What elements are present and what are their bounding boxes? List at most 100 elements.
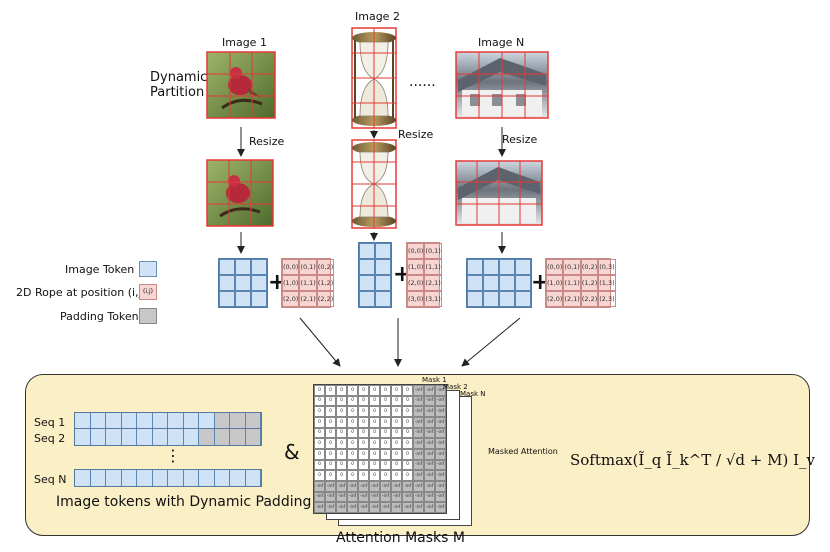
mask-cell: 0 — [391, 385, 402, 396]
mask-cell: 0 — [325, 438, 336, 449]
mask-cell: -inf — [413, 427, 424, 439]
mask-cell: 0 — [380, 406, 391, 417]
legend-rope-label: 2D Rope at position (i,j) — [16, 286, 146, 299]
image-1-token-grid — [218, 258, 268, 308]
mask-cell: 0 — [402, 417, 413, 428]
mask-cell: -inf — [413, 395, 424, 407]
mask-cell: 0 — [369, 438, 380, 449]
mask-cell: -inf — [424, 502, 435, 513]
mask-cell: 0 — [347, 438, 358, 449]
mask-cell: -inf — [424, 481, 435, 492]
mask-cell: -inf — [336, 491, 347, 503]
ampersand: & — [284, 440, 300, 464]
mask-cell: 0 — [358, 470, 369, 481]
mask-cell: -inf — [380, 481, 391, 492]
mask-2-label: Mask 2 — [443, 383, 468, 391]
mask-cell: 0 — [369, 385, 380, 396]
mask-cell: 0 — [347, 406, 358, 417]
image-n-rope-grid: (0,0)(0,1)(0,2)(0,3) (1,0)(1,1)(1,2)(1,3… — [545, 258, 616, 308]
seq-2-label: Seq 2 — [34, 432, 66, 445]
seq-caption: Image tokens with Dynamic Padding — [56, 494, 312, 510]
mask-cell: 0 — [347, 385, 358, 396]
mask-cell: -inf — [424, 395, 435, 407]
resize-label-n: Resize — [502, 133, 538, 146]
resize-label-2: Resize — [398, 128, 434, 141]
mask-cell: 0 — [325, 427, 336, 439]
house-resized-photo-icon — [455, 160, 543, 226]
mask-cell: -inf — [413, 470, 424, 481]
mask-cell: -inf — [435, 395, 446, 407]
mask-cell: -inf — [424, 417, 435, 428]
hourglass-photo-icon — [351, 27, 397, 129]
mask-cell: 0 — [391, 459, 402, 471]
mask-cell: 0 — [402, 438, 413, 449]
mask-cell: 0 — [369, 449, 380, 460]
mask-cell: -inf — [358, 481, 369, 492]
mask-cell: 0 — [369, 470, 380, 481]
mask-cell: -inf — [380, 491, 391, 503]
mask-cell: 0 — [325, 470, 336, 481]
mask-cell: 0 — [380, 449, 391, 460]
mask-cell: -inf — [358, 502, 369, 513]
mask-cell: -inf — [369, 481, 380, 492]
mask-cell: 0 — [336, 385, 347, 396]
mask-cell: -inf — [358, 491, 369, 503]
seq-n-label: Seq N — [34, 473, 67, 486]
image-1-label: Image 1 — [222, 36, 267, 49]
mask-n-label: Mask N — [460, 390, 486, 398]
mask-cell: -inf — [424, 449, 435, 460]
mask-cell: 0 — [336, 438, 347, 449]
legend-padding-token-swatch — [139, 308, 157, 324]
mask-cell: -inf — [347, 481, 358, 492]
mask-cell: -inf — [435, 427, 446, 439]
mask-caption: Attention Masks M — [336, 530, 465, 546]
mask-cell: -inf — [325, 502, 336, 513]
dynamic-partition-label: Dynamic Partition — [150, 70, 207, 100]
mask-cell: -inf — [380, 502, 391, 513]
mask-cell: 0 — [380, 470, 391, 481]
mask-cell: 0 — [325, 385, 336, 396]
mask-cell: 0 — [380, 459, 391, 471]
mask-cell: 0 — [314, 406, 325, 417]
mask-1-label: Mask 1 — [422, 376, 447, 384]
mask-cell: 0 — [347, 449, 358, 460]
mask-cell: 0 — [402, 449, 413, 460]
mask-cell: 0 — [325, 417, 336, 428]
mask-cell: 0 — [347, 470, 358, 481]
mask-cell: -inf — [435, 449, 446, 460]
mask-cell: 0 — [402, 427, 413, 439]
mask-cell: -inf — [314, 502, 325, 513]
image-2-token-grid — [358, 242, 392, 308]
mask-cell: -inf — [435, 502, 446, 513]
mask-cell: 0 — [380, 438, 391, 449]
mask-cell: -inf — [391, 481, 402, 492]
mask-cell: 0 — [336, 406, 347, 417]
mask-cell: -inf — [435, 438, 446, 449]
plus-sign-n: + — [531, 270, 550, 295]
mask-cell: 0 — [314, 385, 325, 396]
mask-cell: 0 — [402, 385, 413, 396]
mask-cell: -inf — [402, 481, 413, 492]
mask-cell: 0 — [358, 406, 369, 417]
mask-cell: -inf — [314, 481, 325, 492]
mask-cell: 0 — [314, 427, 325, 439]
mask-cell: -inf — [424, 406, 435, 417]
mask-cell: -inf — [369, 502, 380, 513]
mask-cell: 0 — [325, 449, 336, 460]
seq-vdots: ⋮ — [165, 446, 181, 465]
mask-cell: 0 — [391, 406, 402, 417]
mask-cell: 0 — [380, 427, 391, 439]
mask-cell: -inf — [413, 438, 424, 449]
mask-cell: 0 — [380, 385, 391, 396]
mask-cell: -inf — [424, 459, 435, 471]
mask-cell: 0 — [358, 385, 369, 396]
mask-cell: 0 — [391, 449, 402, 460]
mask-cell: 0 — [391, 395, 402, 407]
mask-cell: 0 — [369, 459, 380, 471]
mask-cell: -inf — [435, 459, 446, 471]
mask-cell: 0 — [314, 395, 325, 407]
mask-cell: 0 — [336, 470, 347, 481]
mask-cell: -inf — [413, 502, 424, 513]
mask-cell: 0 — [358, 395, 369, 407]
